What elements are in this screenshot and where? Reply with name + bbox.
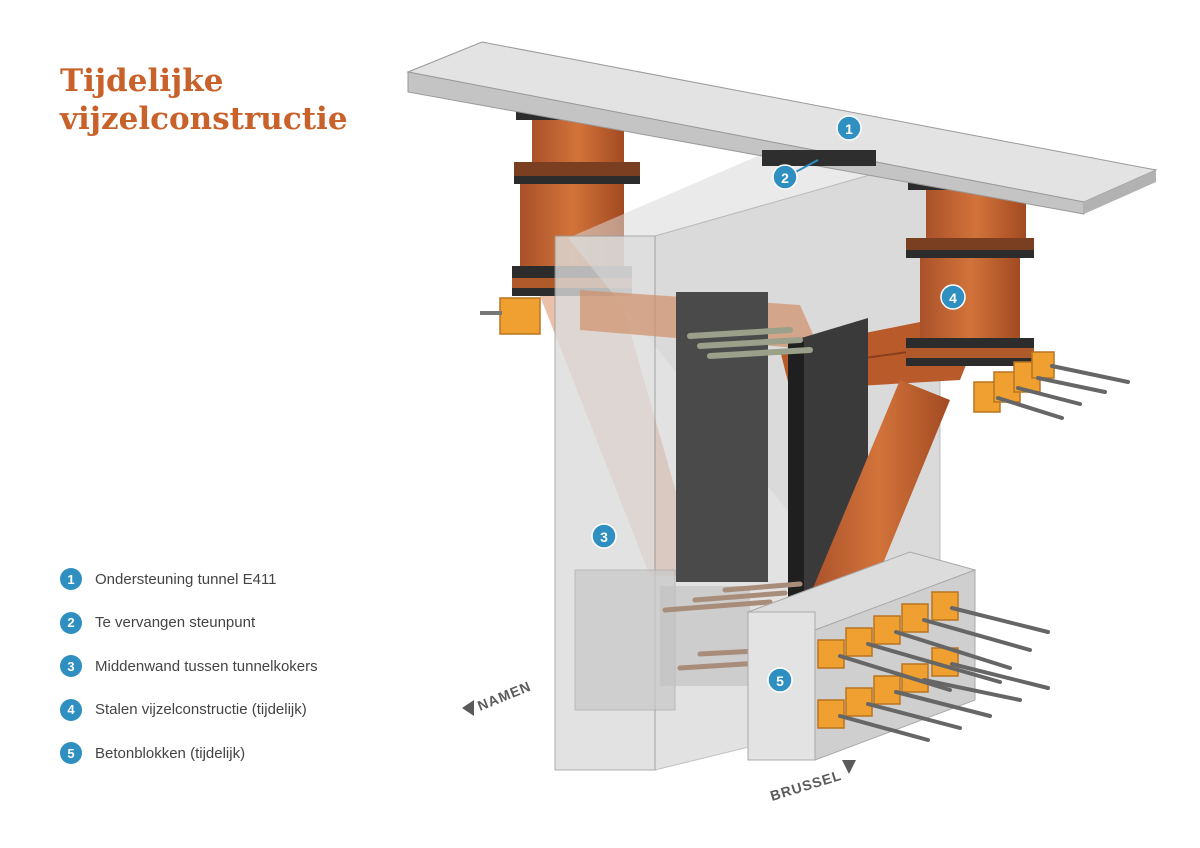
direction-label-brussel: BRUSSEL xyxy=(768,767,843,804)
svg-text:2: 2 xyxy=(781,170,789,186)
legend-label: Betonblokken (tijdelijk) xyxy=(95,744,246,762)
legend-number-badge: 4 xyxy=(60,698,82,721)
legend-label: Te vervangen steunpunt xyxy=(95,614,256,631)
svg-text:5: 5 xyxy=(776,673,784,689)
legend-label: Ondersteuning tunnel E411 xyxy=(95,570,277,588)
marker-3: 3 xyxy=(591,523,617,549)
anchor-brackets-right xyxy=(973,351,1055,413)
legend-item: 5 Betonblokken (tijdelijk) xyxy=(60,742,318,764)
anchor-rods-base xyxy=(838,606,1050,742)
svg-text:3: 3 xyxy=(600,529,608,545)
legend-number-badge: 2 xyxy=(60,611,82,634)
legend-label: Middenwand tussen tunnelkokers xyxy=(95,657,318,675)
bearing-support xyxy=(762,150,876,166)
legend-number-badge: 1 xyxy=(60,568,82,590)
legend-number-badge: 5 xyxy=(60,742,82,764)
title-line-2: vijzelconstructie xyxy=(60,101,348,137)
arrow-left-icon xyxy=(462,700,474,716)
title-line-1: Tijdelijke xyxy=(60,63,224,99)
direction-label-namen: NAMEN xyxy=(475,678,533,714)
svg-text:1: 1 xyxy=(845,121,853,137)
anchor-brackets-base xyxy=(817,591,959,729)
legend: 1 Ondersteuning tunnel E411 2 Te vervangen… xyxy=(60,568,318,786)
anchor-rods-right xyxy=(996,364,1130,420)
steel-brace-right xyxy=(808,380,950,600)
legend-item: 2 Te vervangen steunpunt xyxy=(60,611,318,634)
marker-2: 2 xyxy=(772,164,798,190)
base-tie-rods xyxy=(662,581,803,671)
marker-1: 1 xyxy=(836,115,862,141)
direction-namen: NAMEN xyxy=(462,678,533,716)
arrow-down-icon xyxy=(842,760,856,774)
page-title: Tijdelijke vijzelconstructie xyxy=(60,62,348,138)
legend-item: 3 Middenwand tussen tunnelkokers xyxy=(60,655,318,677)
deck-slab xyxy=(406,41,1158,215)
legend-label: Stalen vijzelconstructie (tijdelijk) xyxy=(95,701,307,718)
legend-number-badge: 3 xyxy=(60,655,82,677)
legend-item: 1 Ondersteuning tunnel E411 xyxy=(60,568,318,590)
legend-item: 4 Stalen vijzelconstructie (tijdelijk) xyxy=(60,698,318,721)
svg-text:4: 4 xyxy=(949,290,957,306)
marker-4: 4 xyxy=(940,284,966,310)
marker-5: 5 xyxy=(767,667,793,693)
direction-brussel: BRUSSEL xyxy=(768,760,856,804)
tie-rods-upper xyxy=(687,327,813,359)
